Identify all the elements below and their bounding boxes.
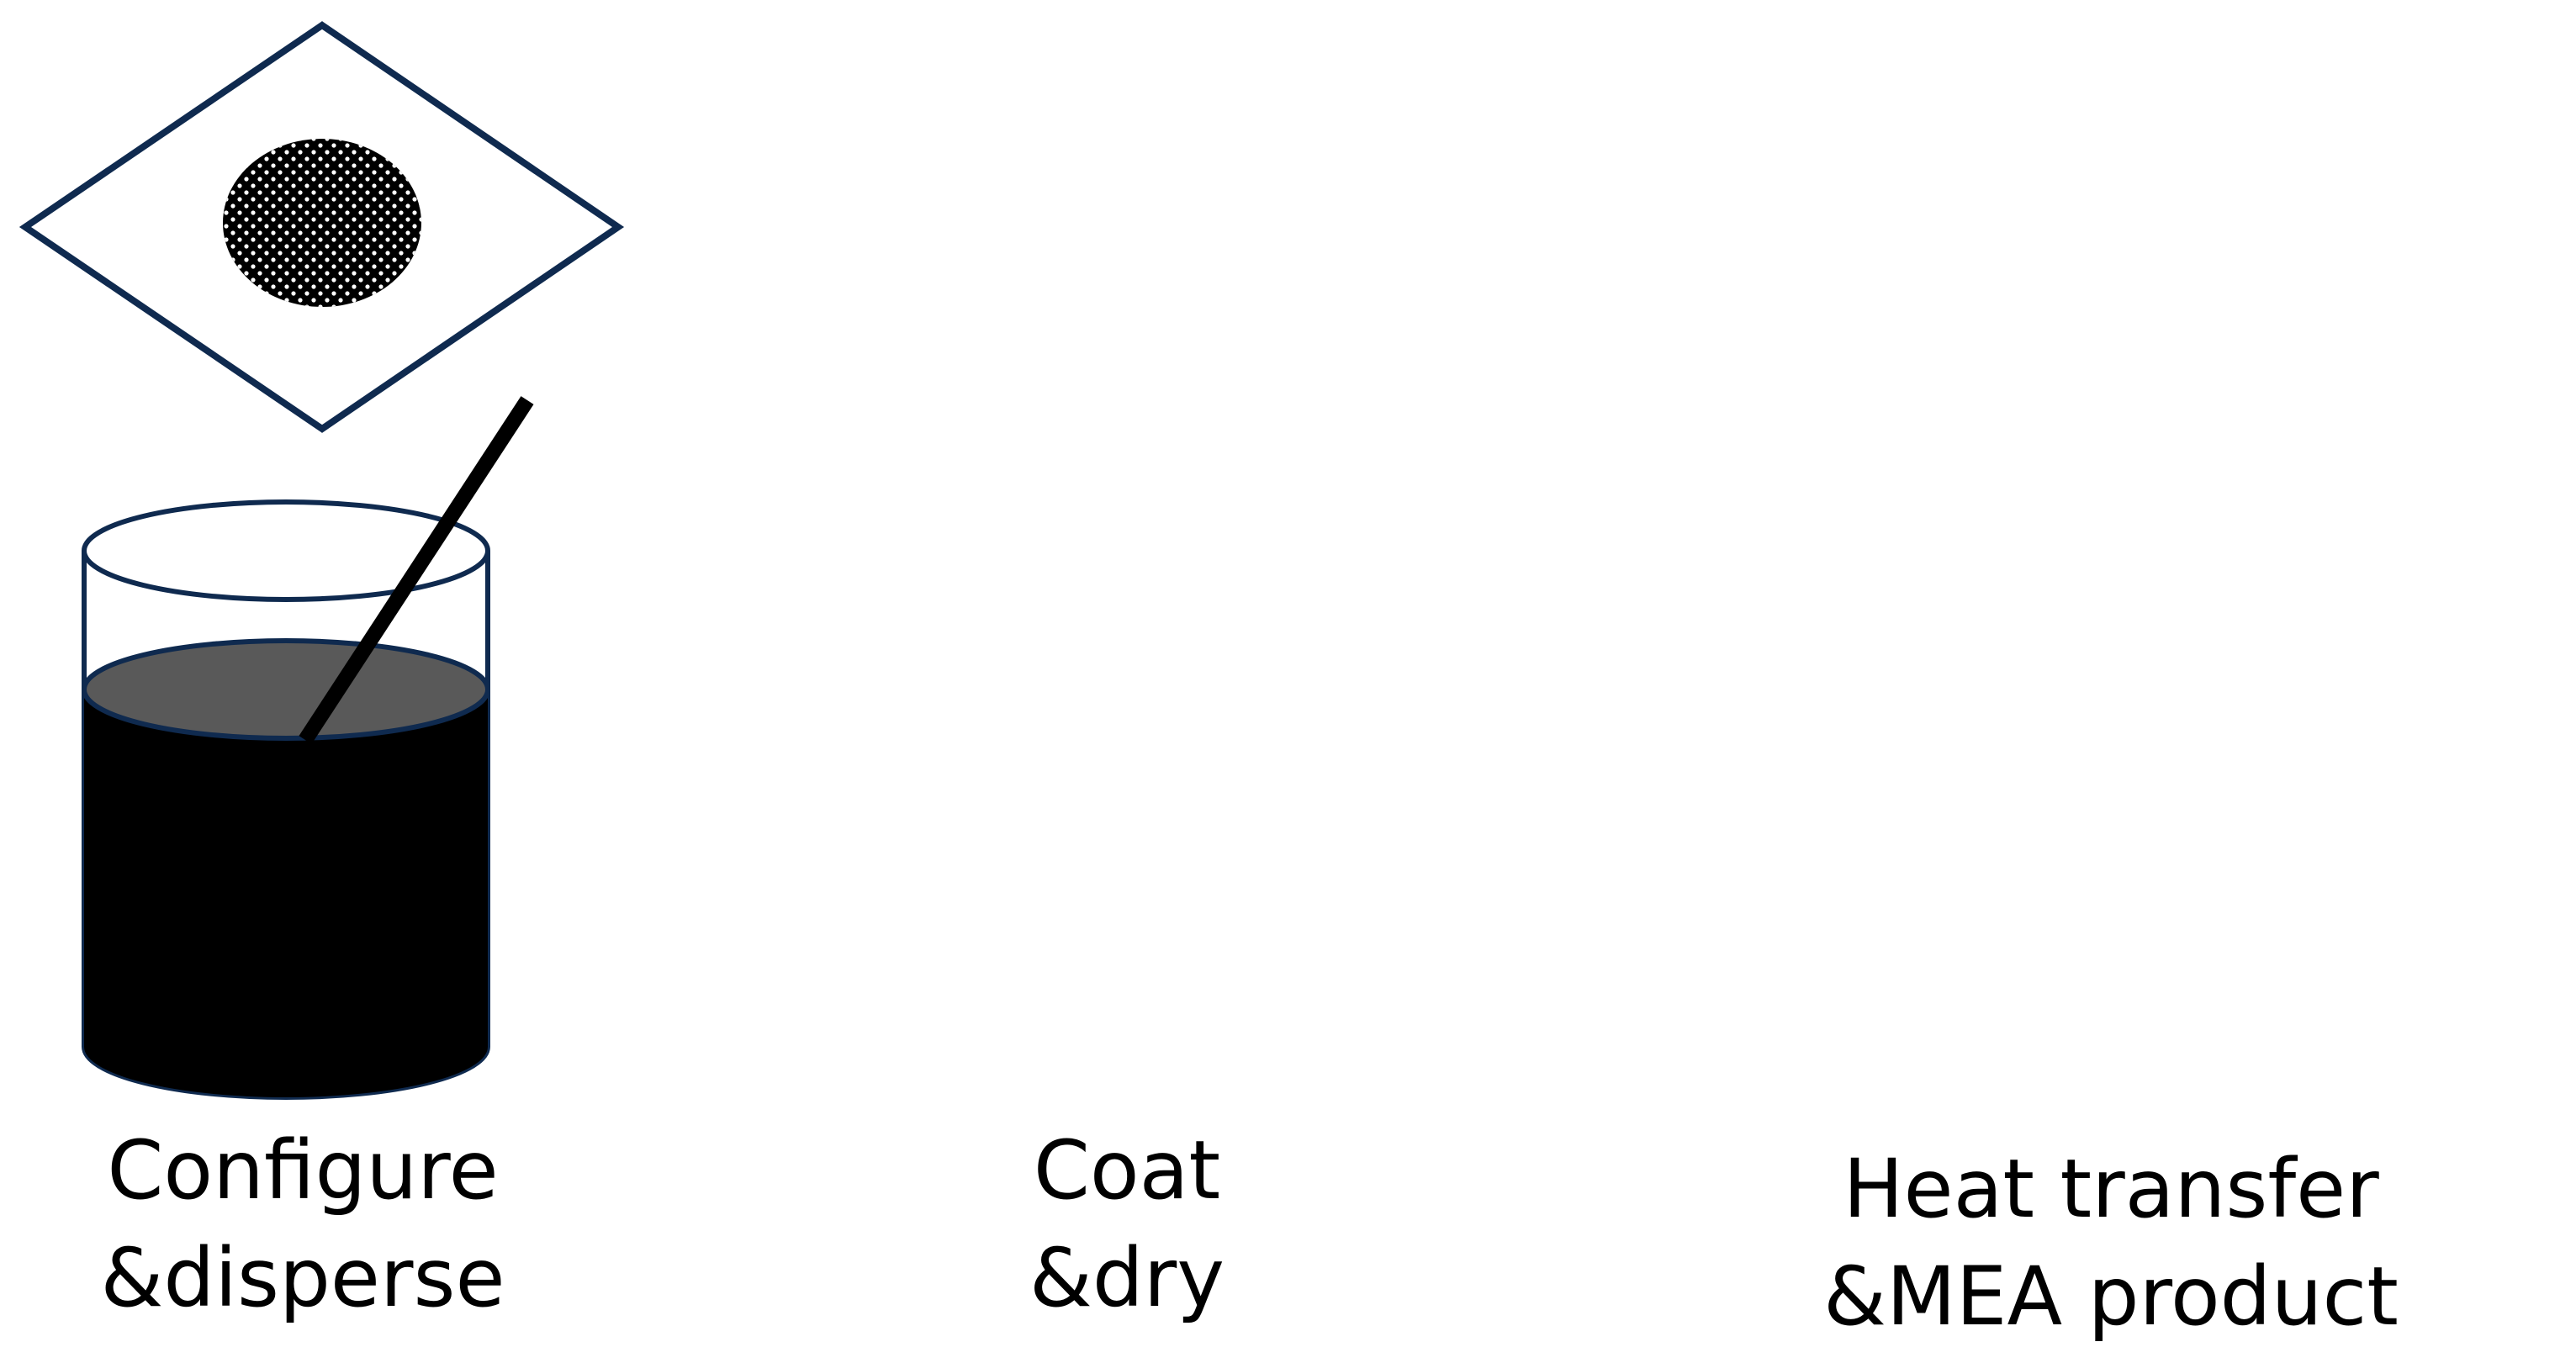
- caption-coat-dry: Coat &dry: [841, 1117, 1413, 1332]
- beaker-icon: [82, 396, 534, 1100]
- caption-configure-disperse: Configure &disperse: [17, 1117, 589, 1332]
- caption-line: Heat transfer: [1843, 1142, 2379, 1236]
- catalyst-ink-surface: [82, 638, 490, 741]
- caption-line: &disperse: [100, 1231, 505, 1325]
- beaker-rim: [82, 499, 490, 602]
- caption-line: &dry: [1029, 1231, 1225, 1325]
- stirring-rod: [299, 396, 534, 744]
- catalyst-ink-body: [84, 689, 488, 1097]
- caption-line: Coat: [1033, 1123, 1221, 1218]
- caption-line: Configure: [107, 1123, 499, 1218]
- catalyst-powder: [223, 139, 421, 307]
- caption-heat-transfer-mea: Heat transfer &MEA product: [1716, 1135, 2506, 1350]
- caption-line: &MEA product: [1823, 1249, 2399, 1344]
- step-configure-disperse: [19, 21, 625, 1100]
